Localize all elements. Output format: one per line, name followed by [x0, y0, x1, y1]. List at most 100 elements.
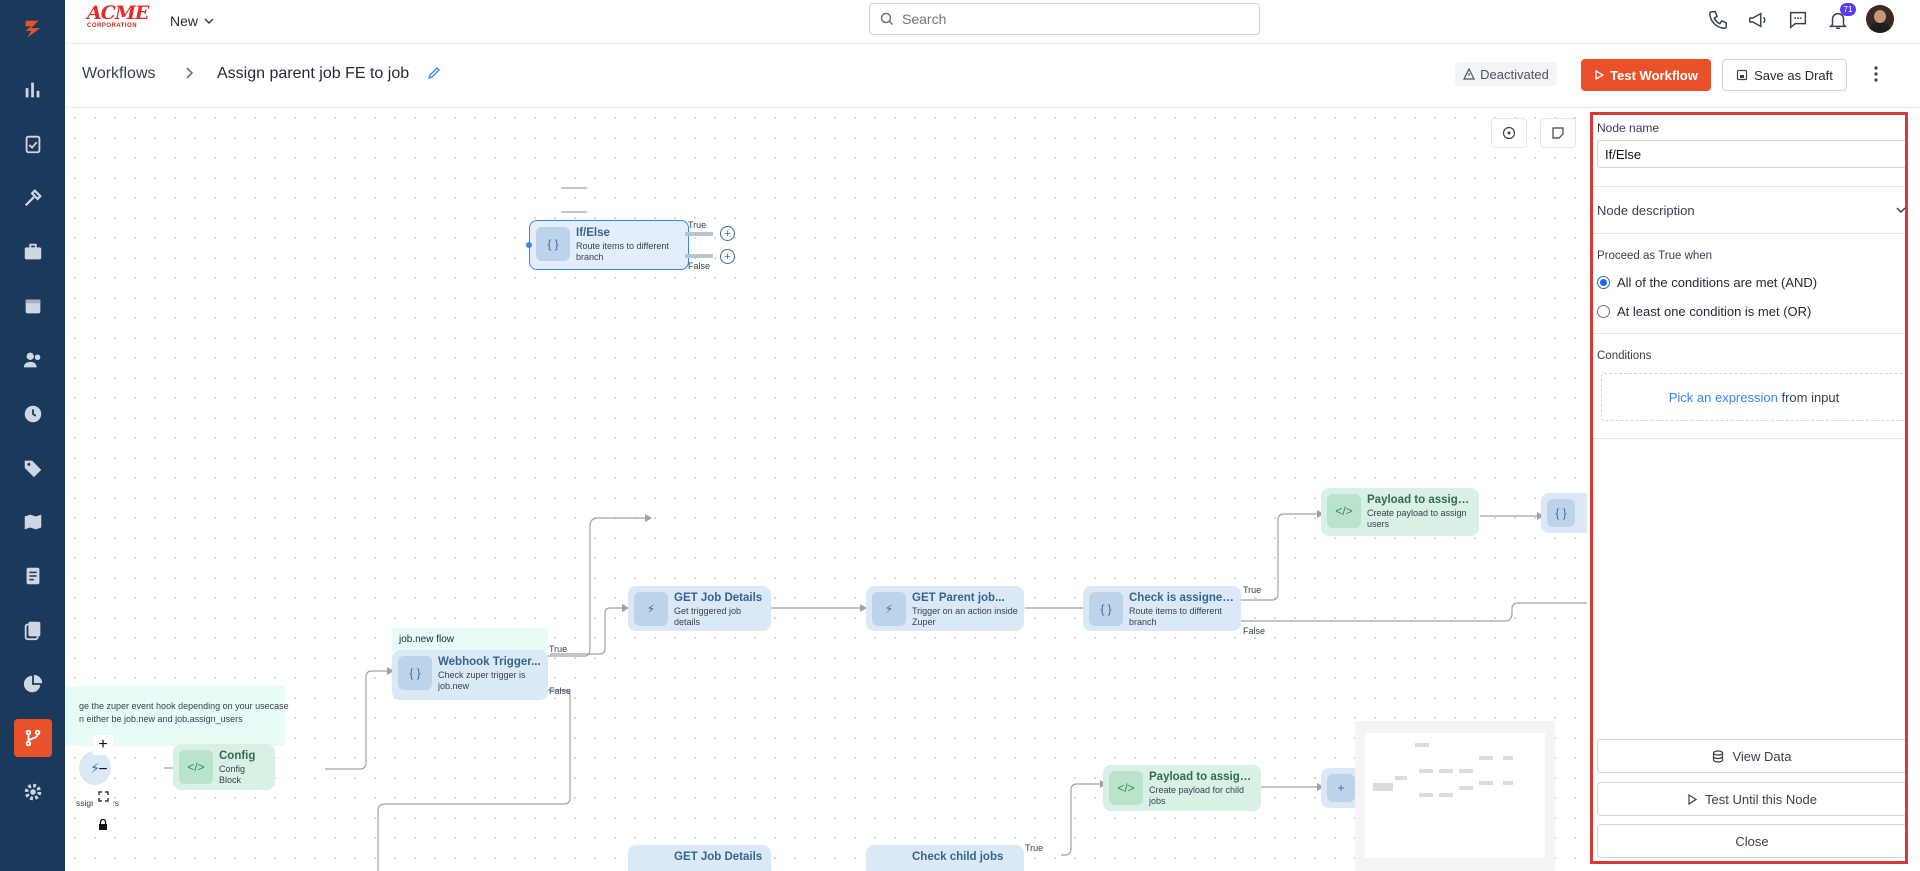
save-as-draft-label: Save as Draft: [1754, 67, 1833, 83]
dashboard-icon[interactable]: [16, 73, 50, 107]
minimap[interactable]: [1355, 721, 1555, 871]
radio-or[interactable]: At least one condition is met (OR): [1597, 304, 1811, 319]
more-options-icon[interactable]: [1873, 65, 1879, 88]
true-branch-label: True: [1025, 843, 1044, 853]
test-until-node-button[interactable]: Test Until this Node: [1597, 782, 1905, 816]
node-desc: Create payload to assign users: [1367, 508, 1467, 529]
plus-icon: +: [1327, 774, 1355, 802]
node-settings-panel: Node name Node description Proceed as Tr…: [1590, 112, 1908, 864]
node-check-is-assigned[interactable]: { } Check is assigned...Route items to d…: [1083, 586, 1241, 631]
logo-subtext: CORPORATION: [87, 23, 138, 29]
node-description-toggle[interactable]: Node description: [1597, 187, 1905, 233]
radio-or-control[interactable]: [1597, 305, 1610, 318]
search-box[interactable]: [869, 3, 1260, 35]
user-avatar[interactable]: [1866, 5, 1894, 33]
pick-expression-link[interactable]: Pick an expression: [1668, 389, 1778, 405]
minimap-nodes: [1373, 743, 1513, 797]
files-icon[interactable]: [16, 613, 50, 647]
add-true-branch-button[interactable]: +: [720, 226, 735, 241]
divider: [1593, 186, 1905, 187]
node-webhook-trigger[interactable]: { } Webhook Trigger...Check zuper trigge…: [392, 650, 548, 700]
status-label: Deactivated: [1480, 66, 1549, 82]
group-label: job.new flow: [399, 634, 455, 645]
radio-and-control[interactable]: [1597, 276, 1610, 289]
node-title: GET Job Details: [674, 851, 763, 863]
workflow-icon[interactable]: [14, 719, 52, 757]
node-desc: Config Block: [219, 764, 246, 785]
save-icon: [1737, 69, 1748, 81]
note-line-2: n either be job.new and job.assign_users: [79, 714, 243, 724]
node-get-job-details-2[interactable]: GET Job Details: [628, 845, 771, 871]
map-icon[interactable]: [16, 505, 50, 539]
search-input[interactable]: [902, 11, 1232, 27]
node-payload-assign-users[interactable]: </> Payload to assign...Create payload t…: [1321, 488, 1479, 536]
conditions-dropzone[interactable]: Pick an expression from input: [1601, 373, 1905, 421]
tools-icon[interactable]: [16, 181, 50, 215]
add-false-branch-button[interactable]: +: [720, 249, 735, 264]
divider: [1593, 333, 1905, 334]
node-check-child-jobs[interactable]: Check child jobs: [866, 845, 1024, 871]
jobs-icon[interactable]: [16, 127, 50, 161]
notifications-bell-icon[interactable]: [1827, 9, 1849, 36]
calendar-icon[interactable]: [16, 289, 50, 323]
acme-logo[interactable]: ACME CORPORATION: [87, 4, 149, 30]
zoom-out-button[interactable]: −: [98, 761, 108, 778]
users-icon[interactable]: [16, 343, 50, 377]
target-icon: [1502, 126, 1516, 140]
node-name-input[interactable]: [1597, 140, 1905, 168]
node-title: Config: [219, 750, 256, 762]
trigger-node[interactable]: ⚡: [79, 751, 111, 785]
sticky-note-button[interactable]: [1540, 118, 1576, 148]
megaphone-icon[interactable]: [1747, 9, 1769, 36]
breadcrumb-chevron-icon: [185, 66, 195, 85]
node-input-handle[interactable]: [526, 242, 532, 248]
node-name-label: Node name: [1597, 121, 1660, 135]
node-get-parent-job[interactable]: ⚡ GET Parent job...Trigger on an action …: [866, 586, 1024, 631]
node-desc: Route items to different branch: [576, 241, 669, 262]
true-branch-label: True: [1243, 585, 1262, 595]
app-sidebar: [0, 0, 65, 871]
briefcase-icon[interactable]: [16, 235, 50, 269]
new-dropdown[interactable]: New: [170, 10, 214, 32]
breadcrumb-workflows[interactable]: Workflows: [82, 65, 156, 82]
lock-button[interactable]: [93, 814, 113, 834]
clock-icon[interactable]: [16, 397, 50, 431]
fullscreen-button[interactable]: [93, 786, 113, 806]
view-data-button[interactable]: View Data: [1597, 739, 1905, 773]
divider: [1593, 233, 1905, 234]
code-icon: </>: [1109, 771, 1143, 805]
sticky-note-icon: [1552, 127, 1564, 139]
fullscreen-icon: [97, 790, 109, 802]
edit-pencil-icon[interactable]: [427, 66, 441, 85]
zoom-in-button[interactable]: +: [93, 735, 113, 755]
page-title: Assign parent job FE to job: [217, 65, 410, 82]
radio-and[interactable]: All of the conditions are met (AND): [1597, 275, 1817, 290]
code-icon: </>: [1327, 494, 1361, 528]
status-badge: Deactivated: [1455, 62, 1557, 86]
tag-icon[interactable]: [16, 451, 50, 485]
test-workflow-button[interactable]: Test Workflow: [1581, 59, 1711, 91]
chevron-down-icon: [204, 18, 214, 25]
pie-chart-icon[interactable]: [16, 667, 50, 701]
node-partial-right[interactable]: { }: [1541, 493, 1587, 533]
close-button[interactable]: Close: [1597, 824, 1905, 858]
view-data-label: View Data: [1732, 748, 1792, 764]
document-icon[interactable]: [16, 559, 50, 593]
app-logo-icon[interactable]: [16, 12, 50, 46]
node-title: If/Else: [576, 227, 610, 239]
fit-view-button[interactable]: [1491, 118, 1527, 148]
node-payload-child-jobs[interactable]: </> Payload to assign...Create payload f…: [1103, 765, 1261, 811]
chat-icon[interactable]: [1787, 9, 1809, 36]
new-label: New: [170, 13, 199, 29]
play-icon: [1595, 70, 1605, 80]
save-as-draft-button[interactable]: Save as Draft: [1722, 59, 1847, 91]
phone-icon[interactable]: [1707, 9, 1729, 36]
node-desc: Get triggered job details: [674, 606, 742, 627]
node-description-label: Node description: [1597, 202, 1695, 218]
node-partial-child[interactable]: +: [1321, 768, 1361, 808]
settings-gear-icon[interactable]: [16, 775, 50, 809]
